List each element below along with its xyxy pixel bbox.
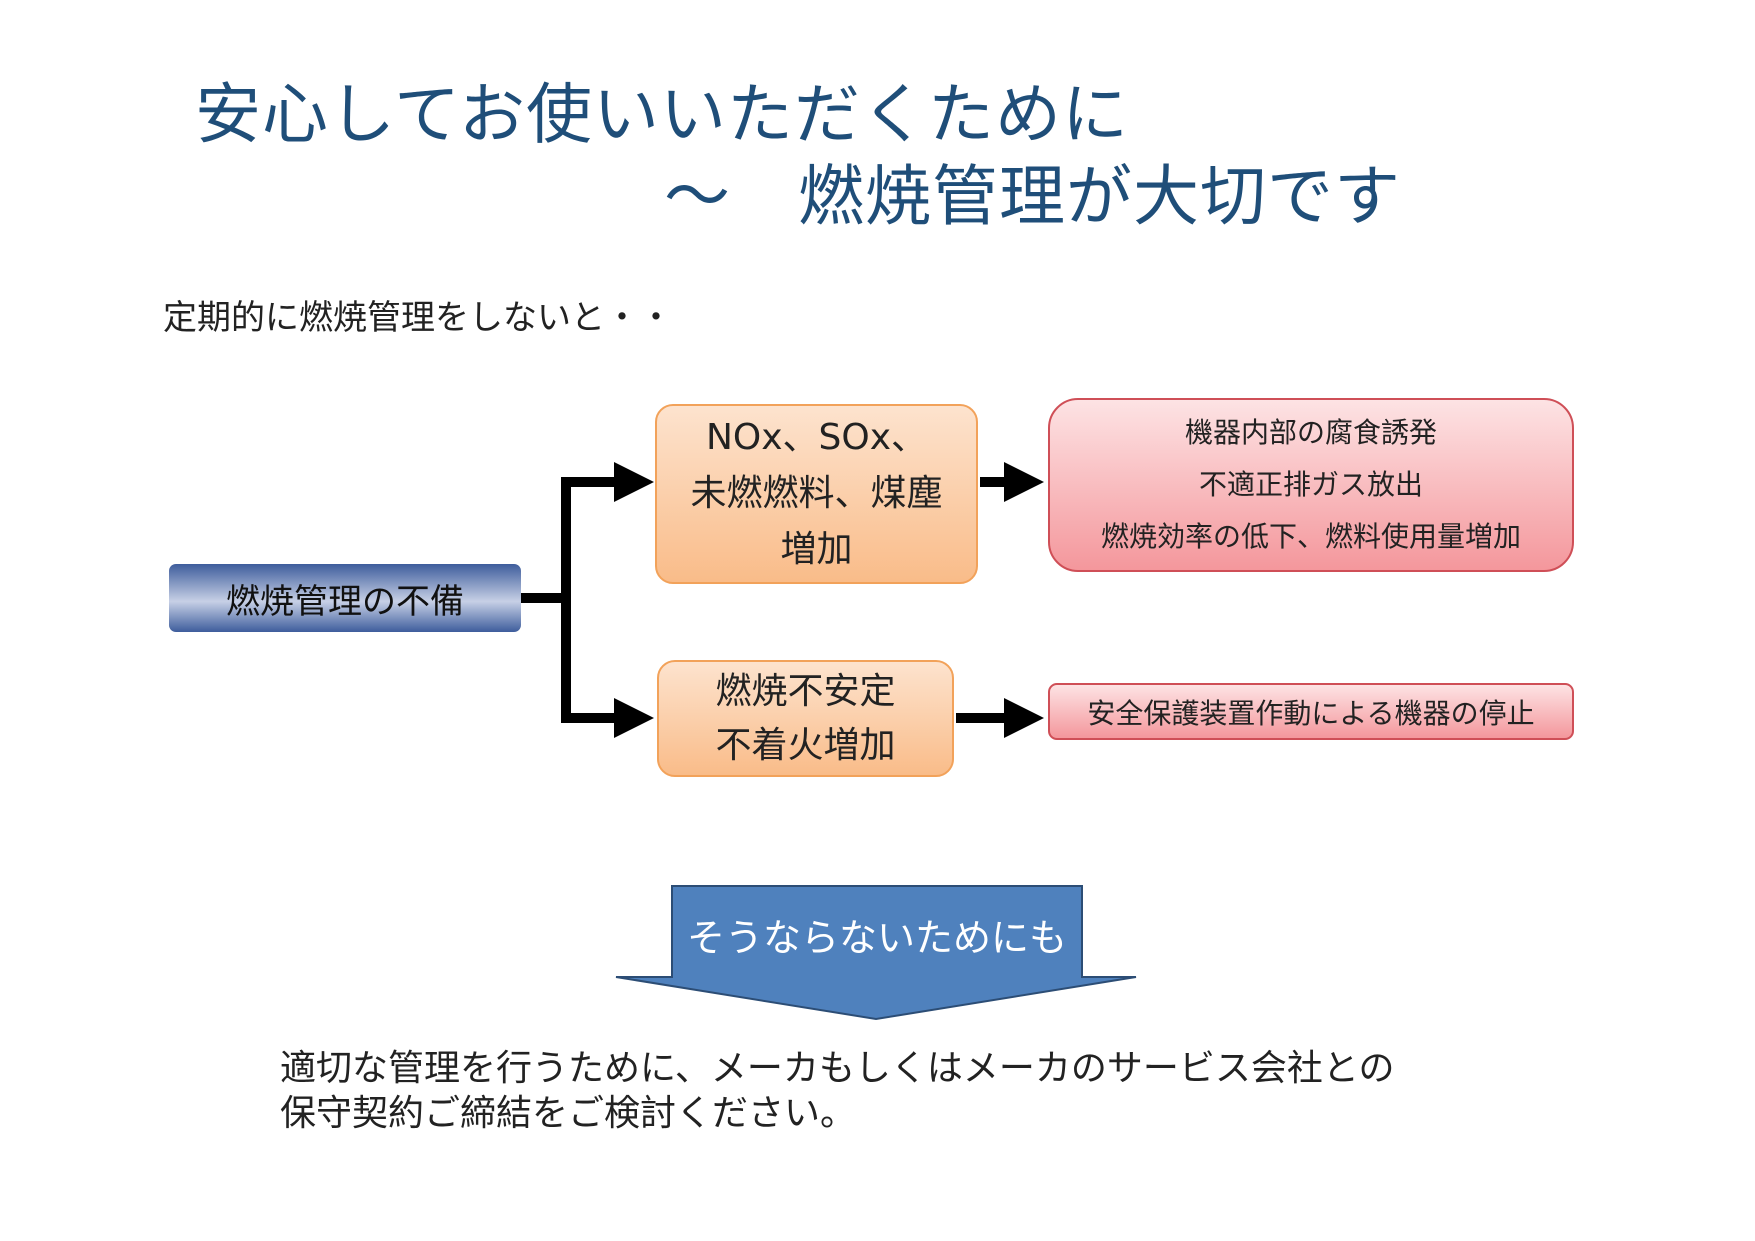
conclusion-text: 適切な管理を行うために、メーカもしくはメーカのサービス会社との 保守契約ご締結を… [280, 1046, 1395, 1136]
page-title-line-1: 安心してお使いいただくために [195, 76, 1130, 153]
result-upper-line-1: 機器内部の腐食誘発 [1184, 416, 1437, 449]
result-lower-label: 安全保護装置作動による機器の停止 [1087, 696, 1535, 730]
conclusion-line-1: 適切な管理を行うために、メーカもしくはメーカのサービス会社との [280, 1048, 1395, 1089]
effect-lower-line-1: 燃焼不安定 [715, 670, 896, 712]
page-title-line-2: ～ 燃焼管理が大切です [664, 158, 1401, 235]
intro-text: 定期的に燃焼管理をしないと・・ [163, 298, 673, 338]
effect-lower-line-2: 不着火増加 [715, 724, 896, 766]
banner-label: そうならないためにも [686, 915, 1067, 960]
result-upper-line-3: 燃焼効率の低下、燃料使用量増加 [1100, 520, 1521, 553]
conclusion-line-2: 保守契約ご締結をご検討ください。 [280, 1093, 857, 1134]
effect-upper-line-1: NOx、SOx、 [705, 417, 928, 458]
branch-trunk [521, 482, 571, 718]
cause-box: 燃焼管理の不備 [169, 564, 521, 632]
result-upper-line-2: 不適正排ガス放出 [1198, 468, 1423, 501]
effect-box-instability: 燃焼不安定 不着火増加 [657, 660, 954, 777]
effect-upper-line-3: 増加 [780, 529, 853, 570]
cause-label: 燃焼管理の不備 [226, 581, 464, 622]
down-arrow-shape [615, 885, 1137, 1021]
effect-upper-line-2: 未燃燃料、煤塵 [690, 473, 943, 514]
effect-box-emissions: NOx、SOx、 未燃燃料、煤塵 増加 [655, 404, 978, 584]
result-box-damage: 機器内部の腐食誘発 不適正排ガス放出 燃焼効率の低下、燃料使用量増加 [1048, 398, 1574, 572]
result-box-shutdown: 安全保護装置作動による機器の停止 [1048, 683, 1574, 740]
